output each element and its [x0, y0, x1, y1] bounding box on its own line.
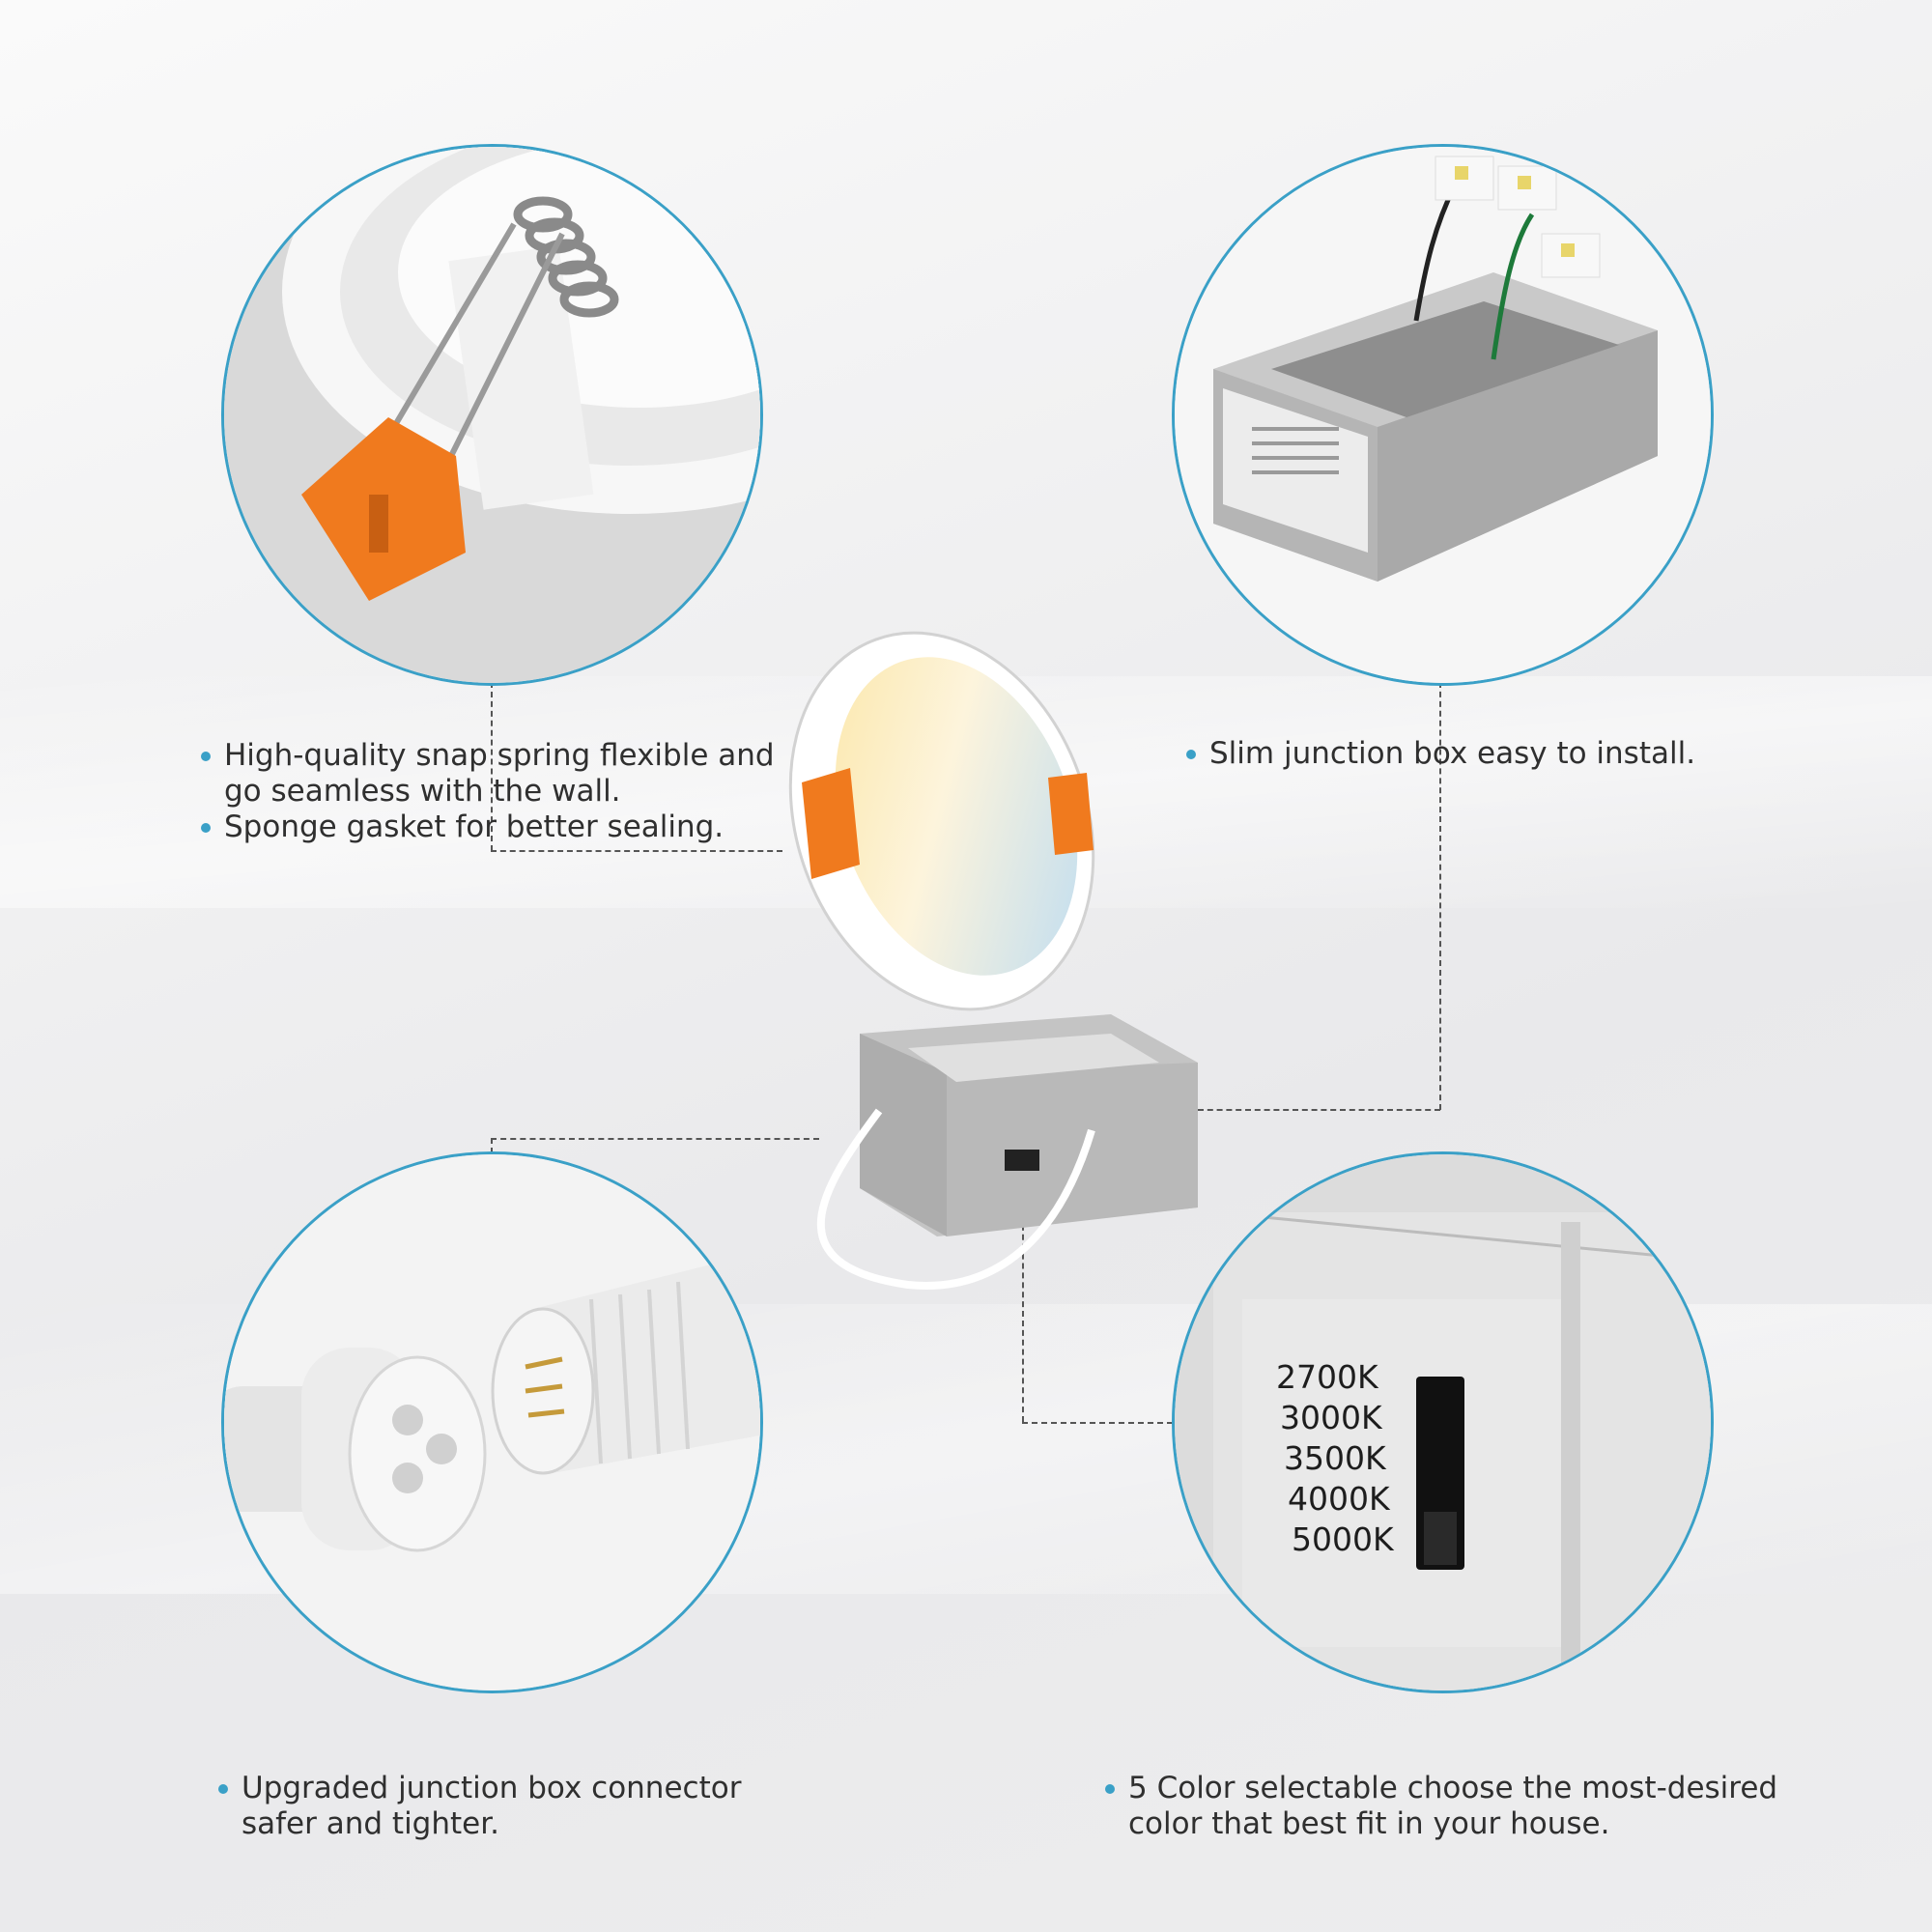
switch-label: 4000K	[1288, 1480, 1390, 1518]
caption-junction-box: Slim junction box easy to install.	[1184, 736, 1783, 772]
junction-box-detail-image	[1172, 144, 1714, 686]
spring-detail-image	[221, 144, 763, 686]
switch-labels: 2700K 3000K 3500K 4000K 5000K	[1276, 1357, 1394, 1560]
leader-line-connector	[491, 1138, 819, 1140]
left-orange-clip	[802, 768, 860, 879]
connector-detail-image	[221, 1151, 763, 1693]
switch-label: 3500K	[1284, 1439, 1386, 1477]
caption-junction-box-line: Slim junction box easy to install.	[1184, 736, 1783, 772]
caption-spring: High-quality snap spring flexible and go…	[199, 738, 817, 845]
color-switch-illustration	[1175, 1154, 1711, 1690]
leader-line-junction	[1198, 1109, 1440, 1111]
switch-label: 2700K	[1276, 1358, 1378, 1396]
switch-label: 3000K	[1280, 1399, 1382, 1436]
leader-line-spring	[491, 682, 493, 851]
leader-line-color-switch	[1022, 1422, 1173, 1424]
junction-box-illustration	[1175, 147, 1711, 683]
product-image	[715, 609, 1217, 1304]
caption-spring-line: High-quality snap spring flexible and go…	[199, 738, 817, 810]
right-orange-clip	[1048, 773, 1094, 855]
color-switch-detail-image: 2700K 3000K 3500K 4000K 5000K	[1172, 1151, 1714, 1693]
leader-line-junction	[1439, 682, 1441, 1110]
caption-spring-line: Sponge gasket for better sealing.	[199, 810, 817, 845]
leader-line-spring	[491, 850, 782, 852]
color-switch-knob	[1424, 1512, 1457, 1565]
downlight-illustration	[788, 631, 1198, 1290]
caption-color-select: 5 Color selectable choose the most-desir…	[1103, 1771, 1779, 1842]
connector-illustration	[224, 1154, 760, 1690]
caption-connector: Upgraded junction box connector safer an…	[216, 1771, 815, 1842]
leader-line-color-switch	[1022, 1215, 1024, 1422]
spring-illustration	[224, 147, 760, 683]
leader-line-connector	[491, 1138, 493, 1153]
caption-color-select-line: 5 Color selectable choose the most-desir…	[1103, 1771, 1779, 1842]
switch-label: 5000K	[1292, 1520, 1394, 1558]
caption-connector-line: Upgraded junction box connector safer an…	[216, 1771, 815, 1842]
